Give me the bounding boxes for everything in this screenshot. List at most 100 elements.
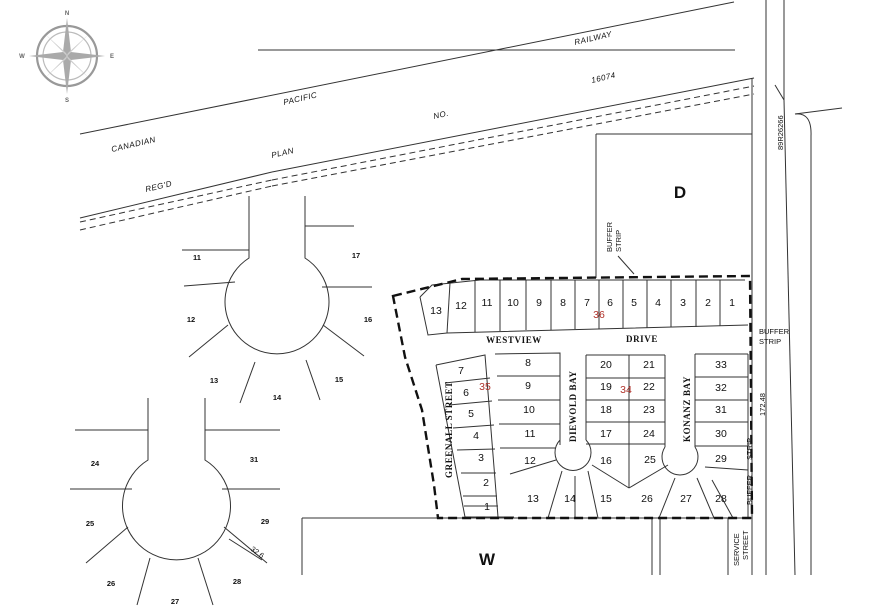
railway-label-pacific: PACIFIC [282,90,318,107]
block-34: 34 [620,384,632,396]
lot-greenall-2: 2 [483,477,489,489]
plan-ref-label: 89R26266 [776,115,785,150]
parcel-w-label: W [479,550,496,569]
road-konanz: KONANZ BAY [682,376,692,442]
lot-row-5: 5 [631,297,637,309]
lot-greenall-3: 3 [478,452,484,464]
parcel-d-label: D [674,183,686,202]
dimension-east: 172.48 [758,393,767,416]
railway-label-plan: PLAN [270,146,294,160]
lot-west_of_diewold-9: 9 [525,380,531,392]
lot-between-20: 20 [600,359,612,371]
lot-between-18: 18 [600,404,612,416]
lot-row-11: 11 [482,297,493,309]
lot-greenall-1: 1 [484,501,490,513]
compass-w: W [19,54,25,60]
subdivision-boundary [391,274,754,520]
buffer-label-b: BUFFER [759,327,790,336]
road-westview: WESTVIEW [486,335,542,345]
lot-row-10: 10 [507,297,519,309]
road-labels: WESTVIEW DRIVE GREENALL STREET DIEWOLD B… [444,334,692,478]
railway-label-regd: REG'D [144,179,172,194]
lot-east-28: 28 [715,493,727,505]
road-drive: DRIVE [626,334,658,344]
lot-west_of_diewold-8: 8 [525,357,531,369]
east-road: 89R26266 [751,0,843,576]
lot-b-26: 26 [107,579,115,588]
strip-label-a: STRIP [614,230,623,252]
cul-de-sac-b: 24 31 25 29 26 28 27 32.6 [70,398,280,606]
strip-label-c: STRIP [745,438,754,460]
lot-east-32: 32 [715,382,727,394]
lot-lines [419,279,749,519]
lots-greenall: 7 6 5 4 3 2 1 [458,365,490,513]
lot-a-12: 12 [187,315,195,324]
lot-row-6: 6 [607,297,613,309]
lot-greenall-4: 4 [473,430,479,442]
railway-corridor: CANADIAN PACIFIC RAILWAY REG'D PLAN NO. … [79,1,755,231]
lot-west_of_diewold-12: 12 [524,455,536,467]
lot-a-13: 13 [210,376,218,385]
road-diewold: DIEWOLD BAY [568,370,578,442]
lot-east-31: 31 [715,404,727,416]
lot-a-16: 16 [364,315,372,324]
lot-greenall-7: 7 [458,365,464,377]
lot-b-31: 31 [250,455,258,464]
lot-west_of_diewold-14: 14 [564,493,576,505]
lot-east-30: 30 [715,428,727,440]
lot-greenall-5: 5 [468,408,474,420]
lot-b-29: 29 [261,517,269,526]
lot-between-23: 23 [643,404,655,416]
block-36: 36 [593,309,605,321]
buffer-annotations: BUFFER STRIP 172.48 STRIP BUFFER [745,327,790,505]
lot-between-26: 26 [641,493,653,505]
lot-east-29: 29 [715,453,727,465]
railway-label-canadian: CANADIAN [110,135,156,154]
lot-between-25: 25 [644,454,656,466]
compass-n: N [65,11,69,17]
lot-between-15: 15 [600,493,612,505]
compass-rose-icon: N S E W [19,11,114,104]
lot-row-4: 4 [655,297,661,309]
lot-between-22: 22 [643,381,655,393]
lot-row-8: 8 [560,297,566,309]
compass-s: S [65,98,69,104]
buffer-label-c: BUFFER [745,474,754,505]
lot-b-28: 28 [233,577,241,586]
lot-row-7: 7 [584,297,590,309]
lot-b-25: 25 [86,519,94,528]
lot-a-11: 11 [193,253,201,262]
lot-a-15: 15 [335,375,343,384]
lot-row-12: 12 [455,300,467,312]
railway-label-railway: RAILWAY [573,29,613,46]
compass-e: E [110,54,114,60]
lot-row-3: 3 [680,297,686,309]
lot-between-17: 17 [600,428,612,440]
railway-label-number: 16074 [590,71,616,85]
lot-west_of_diewold-13: 13 [527,493,539,505]
lot-a-17: 17 [352,251,360,260]
strip-label-b: STRIP [759,337,781,346]
dimension-cul: 32.6 [249,544,266,560]
railway-label-no: NO. [432,109,449,121]
cul-de-sac-a: 11 17 12 16 13 15 14 [182,196,372,404]
lot-greenall-6: 6 [463,387,469,399]
lot-b-24: 24 [91,459,100,468]
lot-between-19: 19 [600,381,612,393]
service-label: SERVICE [732,533,741,566]
lot-east-33: 33 [715,359,727,371]
road-greenall: GREENALL STREET [444,381,454,478]
south-area: W SERVICE STREET [301,517,752,575]
lot-b-27: 27 [171,597,179,606]
block-35: 35 [479,381,491,393]
lot-row-9: 9 [536,297,542,309]
service-street-label: STREET [741,530,750,560]
lot-row-1: 1 [729,297,735,309]
lot-west_of_diewold-11: 11 [525,428,536,440]
